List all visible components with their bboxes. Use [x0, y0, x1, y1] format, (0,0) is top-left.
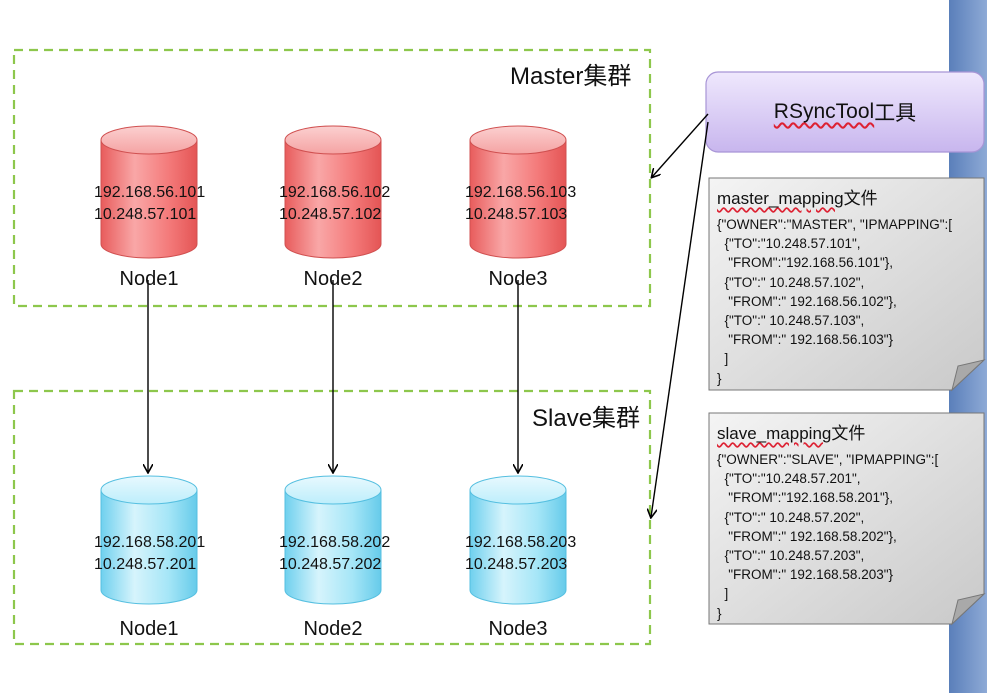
master-node-3-name: Node3: [488, 268, 548, 290]
master-mapping-title-filename: master_mapping: [717, 189, 844, 208]
master-cluster-title: Master集群: [510, 63, 632, 90]
slave-node-1-ip-public: 10.248.57.201: [94, 556, 197, 573]
master-node-3-ip-block: 192.168.56.103 10.248.57.103: [465, 182, 576, 226]
rsynctool-box: [705, 71, 985, 153]
slave-mapping-document: [708, 412, 986, 626]
master-node-1-name: Node1: [119, 268, 179, 290]
master-node-1-ip-public: 10.248.57.101: [94, 206, 197, 223]
slave-mapping-title: slave_mapping文件: [717, 419, 865, 444]
slave-mapping-line: "FROM":" 192.168.58.202"},: [717, 528, 897, 544]
master-mapping-line: {"TO":" 10.248.57.103",: [717, 313, 865, 329]
master-mapping-title: master_mapping文件: [717, 184, 878, 209]
slave-node-1-ip-private: 192.168.58.201: [94, 534, 206, 551]
tool-to-slave-arrow: [651, 121, 709, 517]
master-mapping-line: }: [717, 370, 722, 386]
rsynctool-label-name: RSyncTool: [773, 100, 875, 123]
master-mapping-line: {"TO":"10.248.57.101",: [717, 236, 861, 252]
slave-node-1-ip-block: 192.168.58.201 10.248.57.201: [94, 532, 205, 576]
master-mapping-line: {"OWNER":"MASTER", "IPMAPPING":[: [717, 217, 953, 232]
rsynctool-label-suffix: 工具: [874, 102, 917, 125]
master-mapping-document: [708, 177, 986, 392]
slave-mapping-line: {"OWNER":"SLAVE", "IPMAPPING":[: [717, 452, 939, 467]
master-node-1-cylinder: [100, 125, 198, 259]
master-cluster-box: [12, 48, 652, 308]
master-mapping-title-suffix: 文件: [843, 189, 878, 208]
slave-node-3-name: Node3: [488, 618, 548, 640]
master-mapping-line: ]: [717, 351, 729, 367]
slave-mapping-line: {"TO":" 10.248.57.203",: [717, 548, 865, 564]
slave-node-1-name: Node1: [119, 618, 179, 640]
master-mapping-content: {"OWNER":"MASTER", "IPMAPPING":[ {"TO":"…: [717, 215, 952, 388]
tool-to-master-arrow: [652, 113, 709, 177]
slave-mapping-line: {"TO":"10.248.57.201",: [717, 471, 861, 487]
master-node-2-cylinder: [284, 125, 382, 259]
master-node-3-cylinder: [469, 125, 567, 259]
slave-mapping-title-suffix: 文件: [831, 424, 866, 443]
master-mapping-line: {"TO":" 10.248.57.102",: [717, 274, 865, 290]
master-node-2-ip-public: 10.248.57.102: [279, 206, 382, 223]
slave-node-3-cylinder: [469, 475, 567, 605]
master-node-1-ip-private: 192.168.56.101: [94, 184, 206, 201]
slave-node-2-name: Node2: [303, 618, 363, 640]
master-node-2-ip-private: 192.168.56.102: [279, 184, 391, 201]
slave-mapping-line: "FROM":"192.168.58.201"},: [717, 490, 894, 506]
slave-node-3-ip-private: 192.168.58.203: [465, 534, 577, 551]
master-node-3-ip-public: 10.248.57.103: [465, 206, 568, 223]
slave-node-2-ip-block: 192.168.58.202 10.248.57.202: [279, 532, 390, 576]
slave-node-2-ip-private: 192.168.58.202: [279, 534, 391, 551]
slave-node-2-cylinder: [284, 475, 382, 605]
slave-mapping-title-filename: slave_mapping: [717, 424, 832, 443]
master-mapping-line: "FROM":" 192.168.56.103"}: [717, 332, 894, 348]
slave-cluster-title: Slave集群: [532, 405, 641, 432]
slave-node-1-cylinder: [100, 475, 198, 605]
slave-node-3-ip-public: 10.248.57.203: [465, 556, 568, 573]
master-node-3-ip-private: 192.168.56.103: [465, 184, 577, 201]
slave-mapping-content: {"OWNER":"SLAVE", "IPMAPPING":[ {"TO":"1…: [717, 450, 938, 623]
slave-node-3-ip-block: 192.168.58.203 10.248.57.203: [465, 532, 576, 576]
slave-mapping-line: "FROM":" 192.168.58.203"}: [717, 567, 894, 583]
slave-mapping-line: }: [717, 605, 722, 621]
master-node-2-ip-block: 192.168.56.102 10.248.57.102: [279, 182, 390, 226]
slave-mapping-line: {"TO":" 10.248.57.202",: [717, 509, 865, 525]
master-node-2-name: Node2: [303, 268, 363, 290]
slave-node-2-ip-public: 10.248.57.202: [279, 556, 382, 573]
master-mapping-line: "FROM":"192.168.56.101"},: [717, 255, 894, 271]
slave-cluster-box: [12, 389, 652, 646]
master-node-1-ip-block: 192.168.56.101 10.248.57.101: [94, 182, 205, 226]
slave-mapping-line: ]: [717, 586, 729, 602]
master-mapping-line: "FROM":" 192.168.56.102"},: [717, 293, 897, 309]
